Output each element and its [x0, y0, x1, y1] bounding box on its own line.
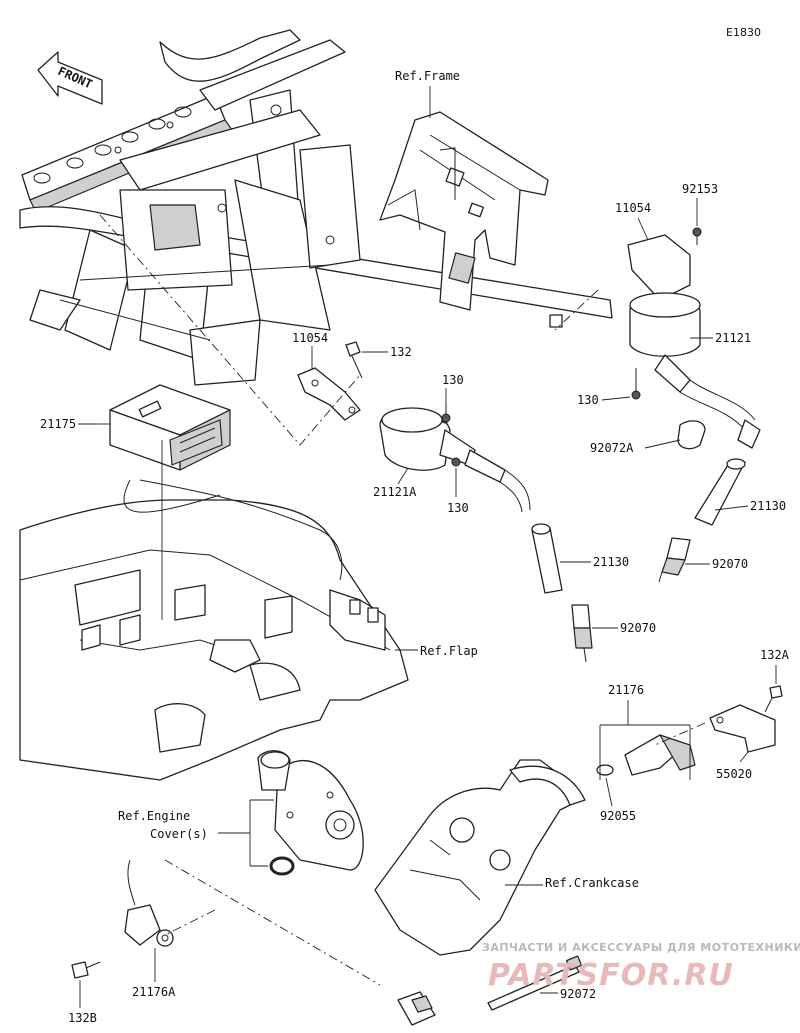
label-132: 132 — [390, 345, 412, 359]
label-11054-left: 11054 — [292, 331, 328, 345]
label-92070-right: 92070 — [712, 557, 748, 571]
label-130-upper: 130 — [442, 373, 464, 387]
label-132a: 132A — [760, 648, 790, 662]
label-21130-center: 21130 — [593, 555, 629, 569]
bolt-132 — [345, 341, 363, 379]
bolt-92153 — [692, 227, 702, 237]
hose-clamp-a — [677, 420, 706, 450]
engine-cover — [257, 750, 364, 871]
bolt-130-lower — [451, 457, 461, 467]
ref-frame-label: Ref.Frame — [395, 69, 460, 83]
o-ring — [269, 856, 295, 876]
label-21176a: 21176A — [132, 985, 176, 999]
front-arrow-icon: FRONT — [37, 51, 103, 105]
ref-crankcase-label: Ref.Crankcase — [545, 876, 639, 890]
label-21130-right: 21130 — [750, 499, 786, 513]
label-21176: 21176 — [608, 683, 644, 697]
plug-cap-right — [694, 458, 746, 526]
ignition-coil — [627, 227, 761, 449]
plug-cap-center — [531, 523, 563, 594]
sensor-bracket — [709, 704, 776, 753]
label-11054-right: 11054 — [615, 201, 651, 215]
label-55020: 55020 — [716, 767, 752, 781]
wire-harness-connector — [397, 991, 436, 1026]
label-92070-center: 92070 — [620, 621, 656, 635]
label-92072a: 92072A — [590, 441, 634, 455]
label-132b: 132B — [68, 1011, 97, 1025]
label-92055: 92055 — [600, 809, 636, 823]
spark-plug-center — [571, 604, 593, 663]
label-21121a: 21121A — [373, 485, 417, 499]
ecu-unit — [98, 384, 231, 471]
ref-engine-cover-line2: Cover(s) — [150, 827, 208, 841]
label-21121: 21121 — [715, 331, 751, 345]
frame-bracket — [379, 111, 563, 328]
crankcase — [374, 759, 586, 956]
bolt-130-right — [631, 368, 641, 400]
cable-tie — [487, 955, 583, 1011]
flap-airbox — [19, 440, 409, 781]
label-21175: 21175 — [40, 417, 76, 431]
ref-engine-cover-line1: Ref.Engine — [118, 809, 190, 823]
watermark-logo: PARTSFOR.RU — [488, 958, 734, 993]
label-92153: 92153 — [682, 182, 718, 196]
label-92072: 92072 — [560, 987, 596, 1001]
spark-plug-right — [658, 537, 691, 583]
label-130-lower: 130 — [447, 501, 469, 515]
crank-sensor — [596, 734, 696, 776]
gear-position-switch — [124, 859, 174, 947]
label-130-right: 130 — [577, 393, 599, 407]
ref-flap-label: Ref.Flap — [420, 644, 478, 658]
bolt-130-upper — [441, 404, 451, 423]
ignition-coil-a — [297, 367, 531, 513]
bolt-132b — [71, 961, 101, 979]
diagram-code: E1830 — [726, 26, 761, 39]
watermark-tagline: ЗАПЧАСТИ И АКСЕССУАРЫ ДЛЯ МОТОТЕХНИКИ — [482, 941, 800, 954]
bolt-132a — [764, 685, 783, 713]
